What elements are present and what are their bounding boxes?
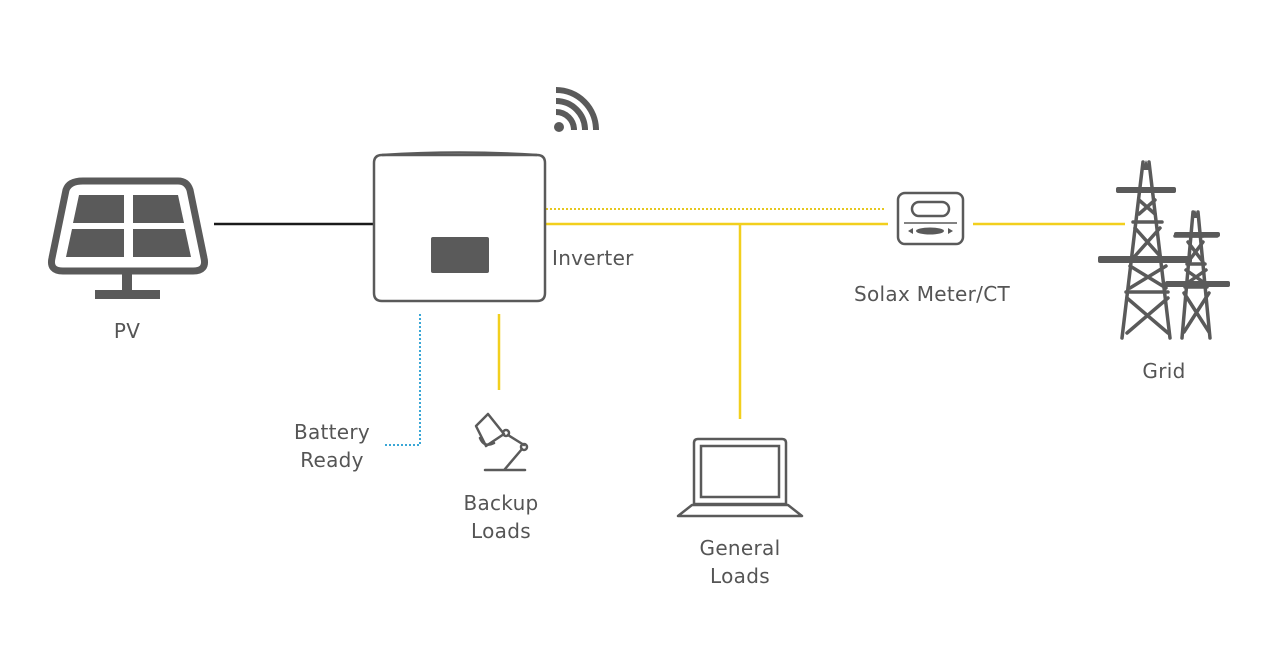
inverter-display [431,237,489,273]
grid-label: Grid [1142,359,1186,383]
inverter-icon [372,151,547,303]
wifi-icon [554,87,599,132]
backup-loads-label: Backup Loads [463,491,539,543]
pv-label: PV [113,319,141,343]
battery-ready-label: Battery Ready [293,420,371,472]
desk-lamp-icon [474,412,529,472]
grid-tower-insulators [1098,160,1230,287]
laptop-icon [676,437,804,518]
battery-dotted-line [384,314,421,446]
inverter-label: Inverter [552,246,634,270]
meter-icon [896,191,965,246]
general-loads-label: General Loads [699,536,781,588]
meter-label: Solax Meter/CT [854,282,1010,306]
solar-panel-icon [48,177,208,299]
